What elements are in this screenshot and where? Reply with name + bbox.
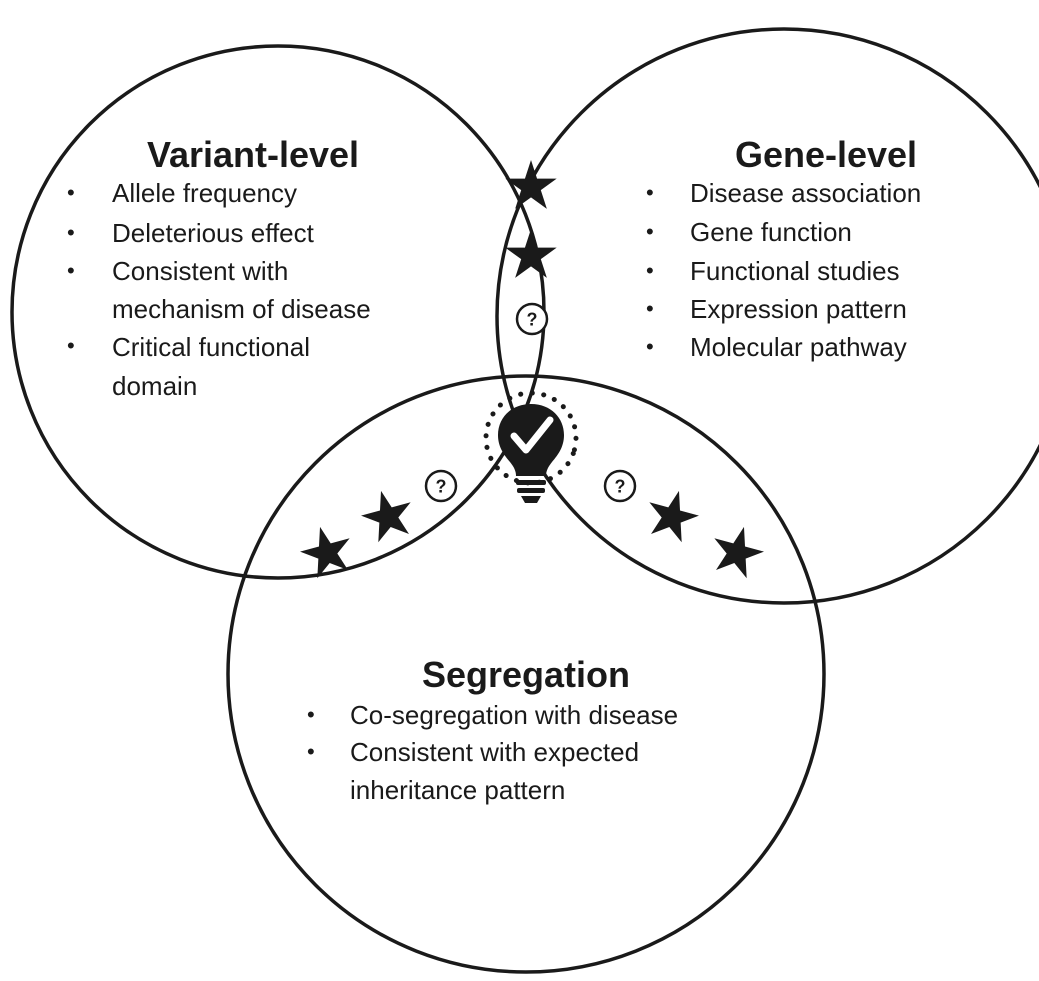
- segregation-item-continued: inheritance pattern: [350, 775, 565, 805]
- question-mark-icon: ?: [424, 469, 458, 503]
- star-icon: [714, 526, 764, 579]
- variant-item: Consistent with: [112, 256, 288, 286]
- question-mark-glyph: ?: [527, 310, 538, 330]
- question-mark-glyph: ?: [615, 477, 626, 497]
- lightbulb-checkmark-icon: [483, 390, 579, 503]
- gene-item: Disease association: [690, 178, 921, 208]
- star-icon: [649, 490, 699, 543]
- intersection-variant-gene: ?: [505, 160, 557, 336]
- variant-bullet: •: [67, 258, 75, 283]
- star-icon: [361, 490, 411, 543]
- gene-level-group: Gene-level • Disease association • Gene …: [646, 134, 921, 362]
- segregation-item: Co-segregation with disease: [350, 700, 678, 730]
- question-mark-glyph: ?: [436, 477, 447, 497]
- variant-item: Allele frequency: [112, 178, 297, 208]
- variant-level-group: Variant-level • Allele frequency • Delet…: [67, 134, 371, 401]
- variant-item: Deleterious effect: [112, 218, 315, 248]
- gene-bullet: •: [646, 258, 654, 283]
- circle-gene-level: [495, 27, 1039, 605]
- gene-bullet: •: [646, 180, 654, 205]
- question-mark-icon: ?: [603, 469, 637, 503]
- variant-bullet: •: [67, 180, 75, 205]
- variant-item-continued: domain: [112, 371, 197, 401]
- question-mark-icon: ?: [515, 302, 549, 336]
- intersection-variant-segregation: ?: [300, 469, 458, 579]
- segregation-bullet: •: [307, 739, 315, 764]
- gene-item: Functional studies: [690, 256, 900, 286]
- intersection-gene-segregation: ?: [603, 469, 764, 579]
- star-icon: [505, 160, 557, 209]
- segregation-bullet: •: [307, 702, 315, 727]
- variant-item: Critical functional: [112, 332, 310, 362]
- variant-bullet: •: [67, 333, 75, 358]
- variant-bullet: •: [67, 220, 75, 245]
- gene-bullet: •: [646, 334, 654, 359]
- star-icon: [300, 526, 350, 579]
- gene-bullet: •: [646, 296, 654, 321]
- segregation-title: Segregation: [422, 654, 630, 695]
- segregation-item: Consistent with expected: [350, 737, 639, 767]
- star-icon: [505, 229, 557, 278]
- variant-level-title: Variant-level: [147, 134, 359, 175]
- segregation-group: Segregation • Co-segregation with diseas…: [307, 654, 678, 805]
- circle-segregation: [226, 374, 826, 974]
- gene-bullet: •: [646, 219, 654, 244]
- gene-level-title: Gene-level: [735, 134, 917, 175]
- variant-item-continued: mechanism of disease: [112, 294, 371, 324]
- gene-item: Expression pattern: [690, 294, 907, 324]
- gene-item: Molecular pathway: [690, 332, 907, 362]
- gene-item: Gene function: [690, 217, 852, 247]
